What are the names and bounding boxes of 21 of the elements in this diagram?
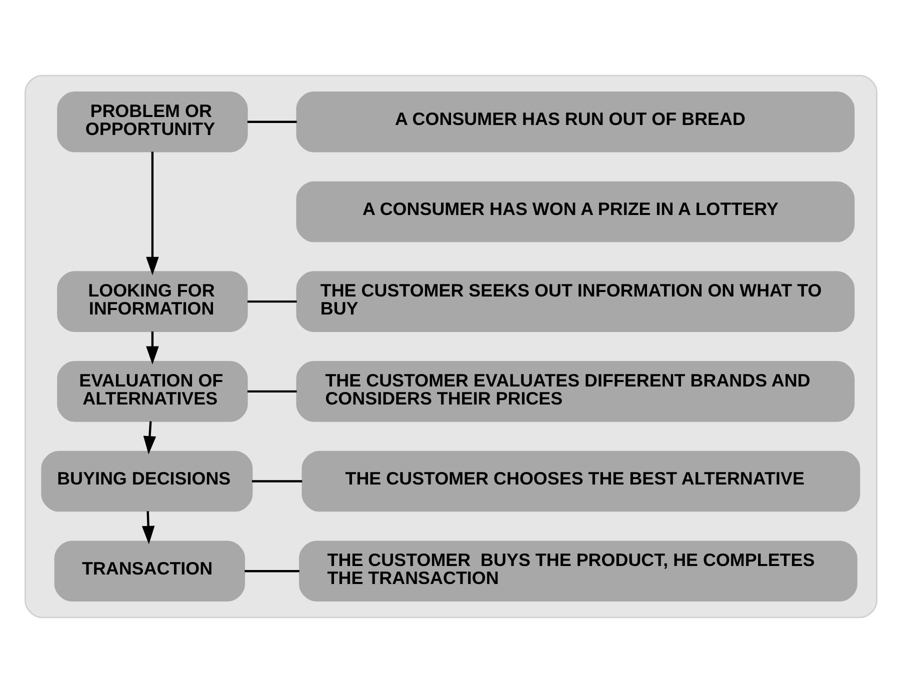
node-box: TRANSACTION	[54, 540, 246, 602]
node-box: THE CUSTOMER BUYS THE PRODUCT, HE COMPLETES THE TRANSACTION	[298, 540, 858, 602]
node-box: LOOKING FOR INFORMATION	[57, 270, 248, 332]
arrow	[146, 330, 159, 364]
connector	[247, 390, 297, 392]
node-box: THE CUSTOMER CHOOSES THE BEST ALTERNATIVE	[302, 450, 860, 512]
node-box: THE CUSTOMER EVALUATES DIFFERENT BRANDS AND CONSIDERS THEIR PRICES	[296, 360, 855, 422]
node-box: EVALUATION OF ALTERNATIVES	[57, 360, 248, 422]
arrow	[143, 420, 156, 454]
node-box: A CONSUMER HAS WON A PRIZE IN A LOTTERY	[296, 180, 855, 242]
connector	[247, 300, 297, 302]
connector	[247, 120, 297, 122]
node-box: THE CUSTOMER SEEKS OUT INFORMATION ON WHAT TO BUY	[296, 270, 855, 332]
connector	[244, 570, 300, 572]
arrow	[146, 151, 159, 275]
node-box: A CONSUMER HAS RUN OUT OF BREAD	[296, 90, 855, 152]
cluster	[24, 74, 878, 618]
node-box: PROBLEM OR OPPORTUNITY	[57, 90, 248, 152]
node-box: BUYING DECISIONS	[41, 450, 253, 512]
connector	[252, 480, 302, 482]
arrow	[142, 510, 155, 544]
